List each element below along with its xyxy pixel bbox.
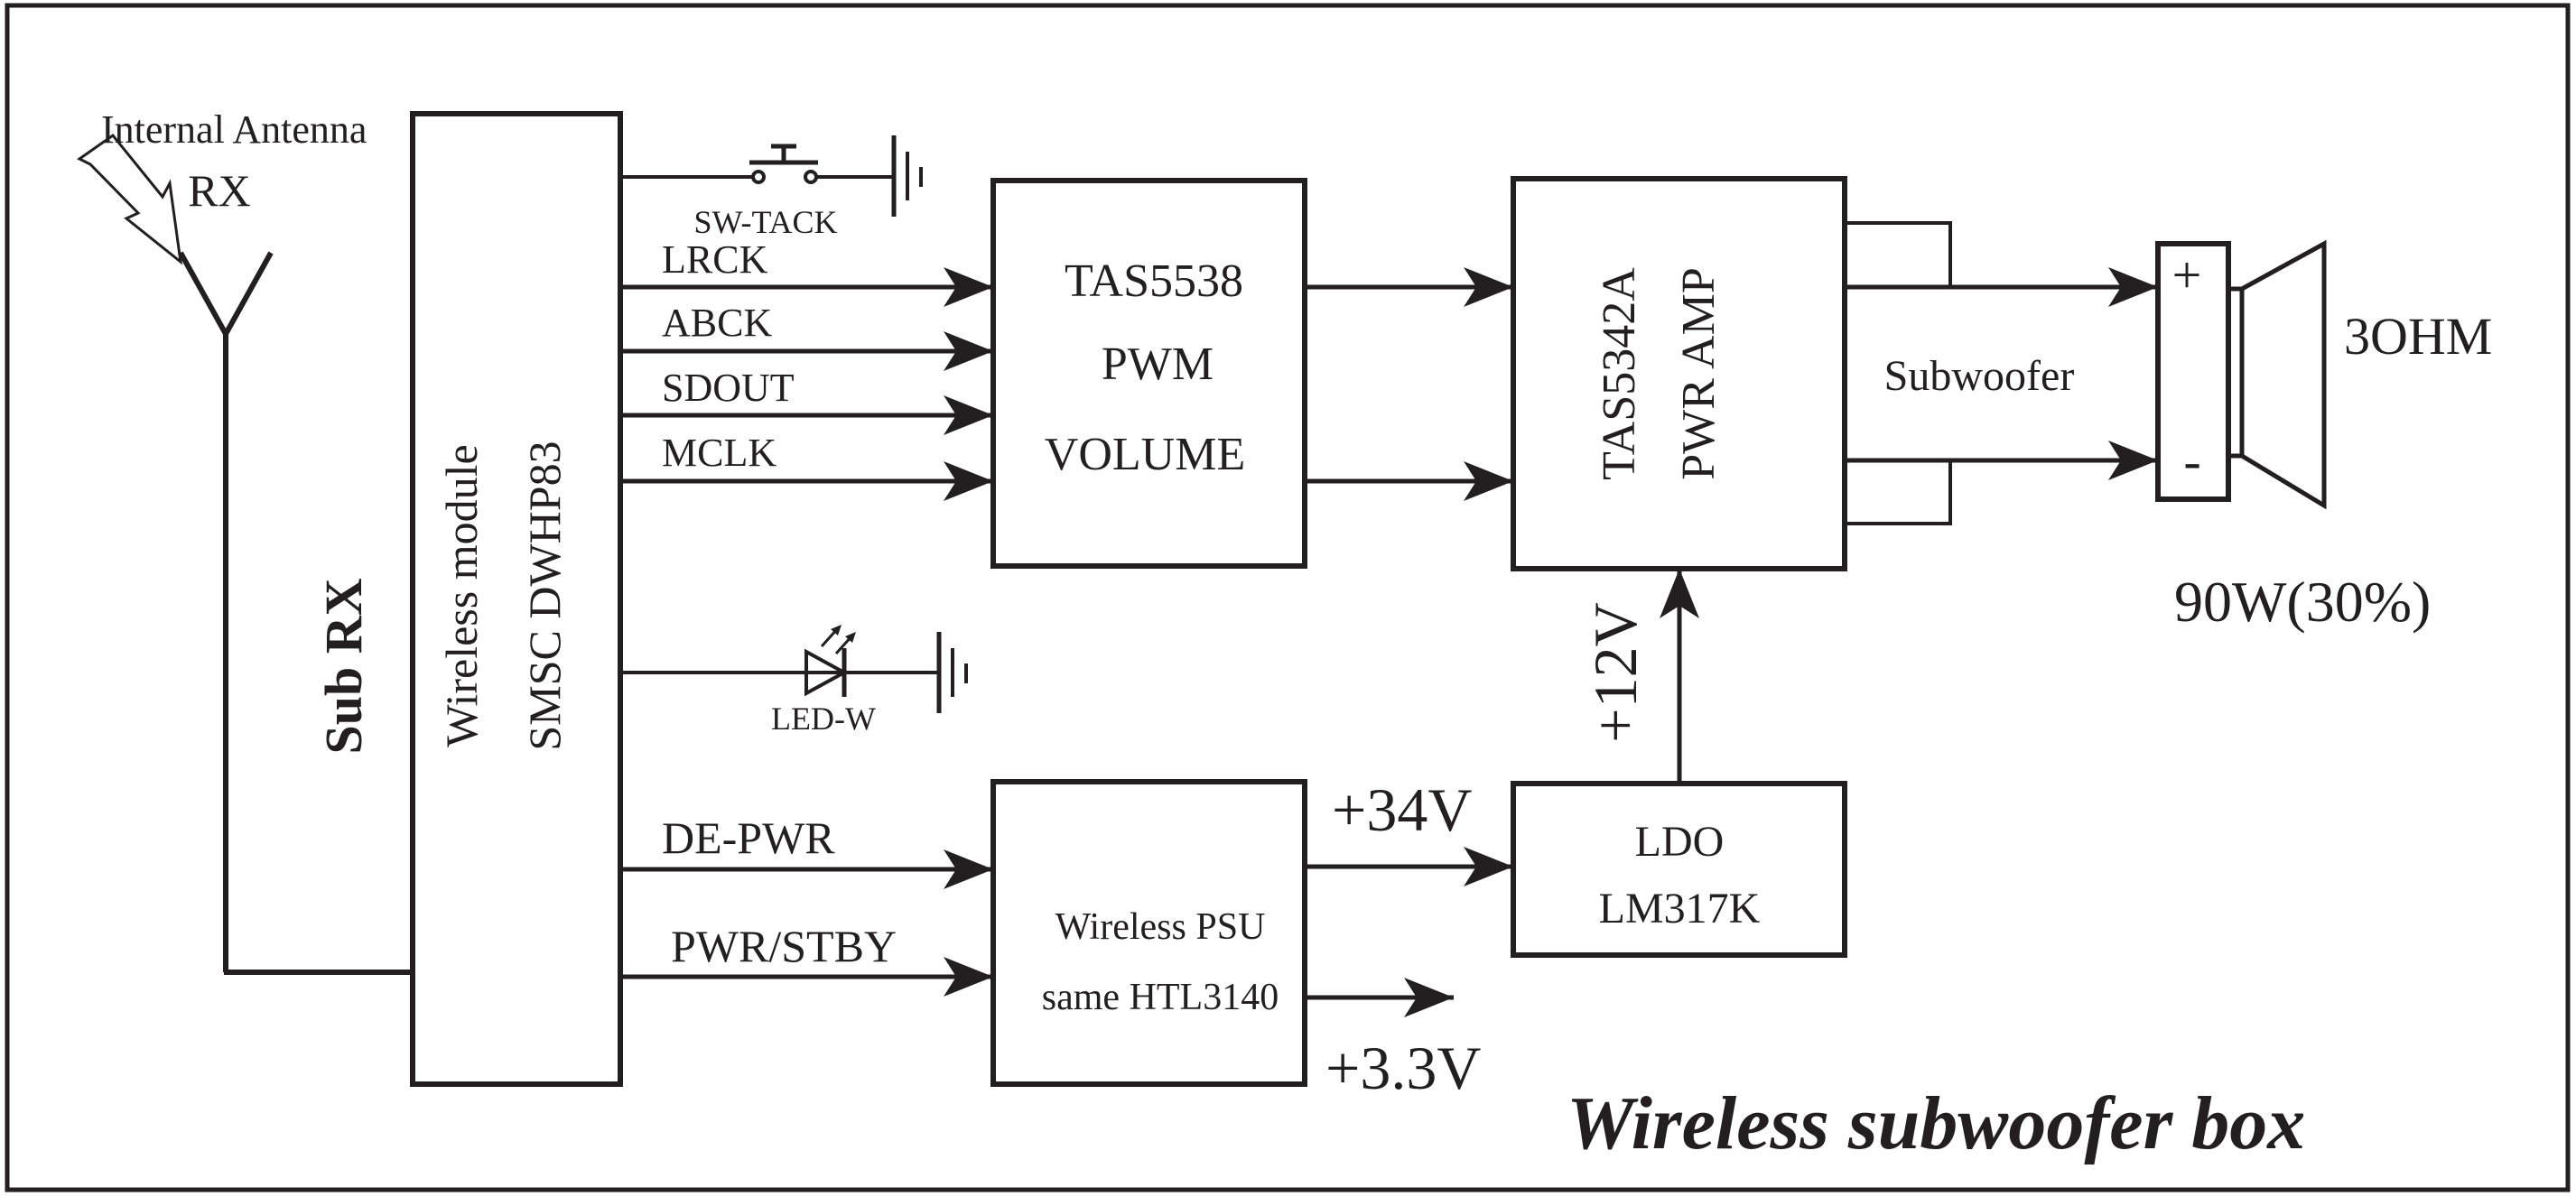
speaker-impedance-label: 3OHM	[2344, 307, 2492, 366]
rail-34v-label: +34V	[1332, 775, 1472, 844]
led-label: LED-W	[771, 701, 876, 737]
speaker-plus-label: +	[2172, 246, 2202, 304]
abck-label: ABCK	[662, 301, 772, 345]
tas5342a-label: TAS5342A	[1594, 267, 1645, 480]
led-symbol	[804, 625, 856, 697]
pwr-stby-label: PWR/STBY	[671, 921, 897, 971]
wireless-module-block	[410, 111, 623, 1087]
diagram-title: Wireless subwoofer box	[1567, 1081, 2305, 1165]
switch-ground-symbol	[891, 135, 923, 217]
outer-frame	[5, 3, 2571, 1192]
rail-33v-label: +3.3V	[1325, 1034, 1481, 1102]
lrck-label: LRCK	[662, 237, 768, 282]
antenna-rx-label: RX	[188, 165, 250, 216]
psu-part-label: same HTL3140	[1042, 977, 1279, 1018]
tas5342a-pwr-amp-label: PWR AMP	[1673, 267, 1725, 480]
wireless-module-label: Wireless module	[436, 444, 487, 747]
tas5538-volume-label: VOLUME	[1045, 429, 1245, 480]
wireless-module-part: SMSC DWHP83	[519, 441, 570, 750]
tas5538-pwm-label: PWM	[1102, 339, 1214, 390]
antenna-symbol	[178, 251, 413, 975]
speaker-minus-label: -	[2183, 431, 2200, 490]
antenna-label: Internal Antenna	[101, 107, 367, 152]
sub-rx-label: Sub RX	[314, 578, 373, 754]
switch-label: SW-TACK	[693, 204, 837, 240]
led-ground-symbol	[936, 632, 968, 713]
antenna-pointer-arrow	[77, 133, 182, 265]
rail-12v-label: +12V	[1581, 602, 1650, 742]
speaker-power-label: 90W(30%)	[2174, 570, 2431, 634]
output-wiring	[1845, 221, 1952, 525]
tact-switch-symbol	[620, 144, 894, 184]
de-pwr-label: DE-PWR	[662, 812, 835, 863]
subwoofer-output-label: Subwoofer	[1884, 352, 2075, 400]
ldo-label: LDO	[1635, 818, 1725, 866]
tas5538-label: TAS5538	[1065, 255, 1243, 307]
sdout-label: SDOUT	[662, 366, 795, 410]
ldo-part-label: LM317K	[1599, 885, 1761, 933]
psu-label: Wireless PSU	[1056, 906, 1266, 948]
wireless-psu-block	[990, 779, 1307, 1087]
mclk-label: MCLK	[662, 431, 777, 475]
speaker-symbol	[2155, 239, 2327, 510]
tas5538-block	[990, 178, 1307, 569]
